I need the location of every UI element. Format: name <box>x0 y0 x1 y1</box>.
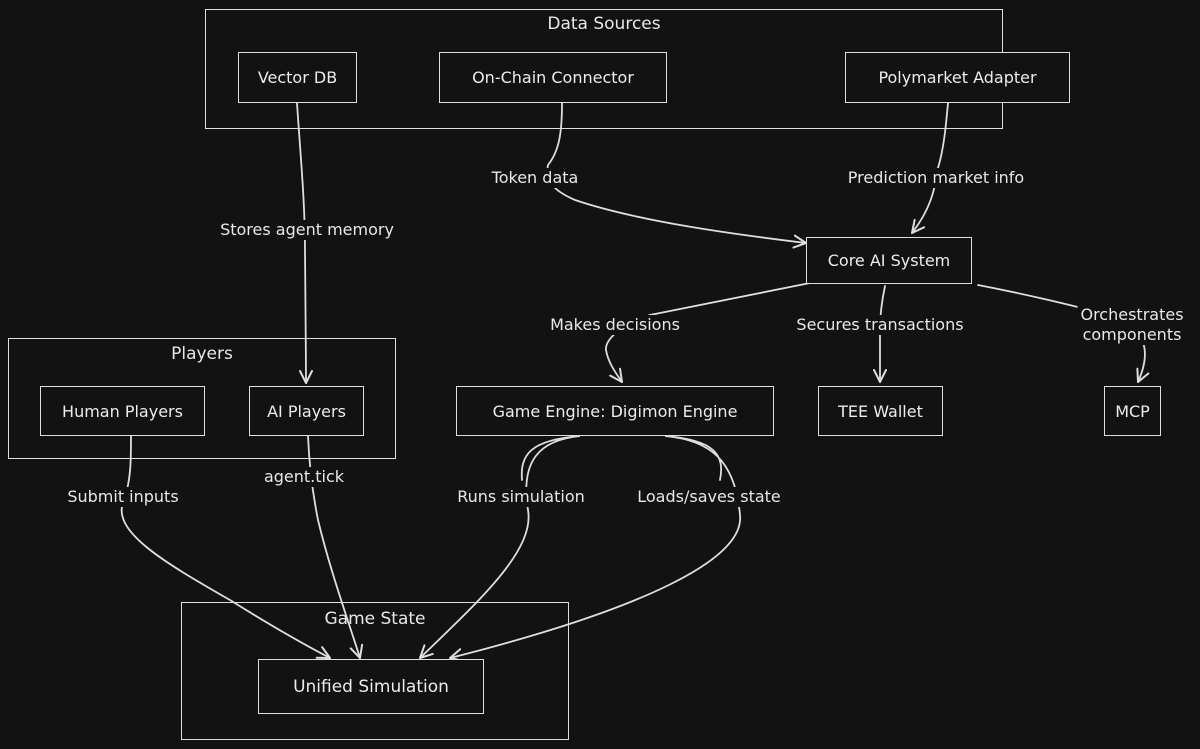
node-unified-simulation[interactable]: Unified Simulation <box>258 659 484 714</box>
edge-label-agent-tick: agent.tick <box>260 467 348 487</box>
node-human-players[interactable]: Human Players <box>40 386 205 436</box>
edge-label-token-data: Token data <box>488 168 582 188</box>
edge-label-orchestrates-line1: Orchestrates <box>1080 305 1184 324</box>
edge-label-submit-inputs: Submit inputs <box>64 487 182 507</box>
node-on-chain-connector[interactable]: On-Chain Connector <box>439 52 667 103</box>
edge-agent-tick <box>307 435 364 659</box>
edge-token-data <box>546 102 807 249</box>
node-game-engine[interactable]: Game Engine: Digimon Engine <box>456 386 774 436</box>
edge-submit-inputs <box>120 435 331 659</box>
edge-label-runs-simulation: Runs simulation <box>454 487 588 507</box>
edge-label-makes-decisions: Makes decisions <box>547 315 683 335</box>
node-vector-db[interactable]: Vector DB <box>238 52 357 103</box>
edge-label-stores-agent-memory: Stores agent memory <box>217 220 397 240</box>
edge-label-prediction-market-info: Prediction market info <box>844 168 1028 188</box>
group-title-data-sources: Data Sources <box>547 14 661 34</box>
edge-stores-agent-memory <box>296 102 313 384</box>
group-players: Players <box>8 338 396 459</box>
edge-label-orchestrates-line2: components <box>1082 325 1182 344</box>
group-game-state: Game State <box>181 602 569 740</box>
node-mcp[interactable]: MCP <box>1104 386 1161 436</box>
edge-label-orchestrates-components: Orchestrates components <box>1077 305 1187 345</box>
node-polymarket-adapter[interactable]: Polymarket Adapter <box>845 52 1070 103</box>
node-ai-players[interactable]: AI Players <box>249 386 364 436</box>
edge-runs-simulation <box>419 435 581 659</box>
group-title-players: Players <box>171 344 233 364</box>
node-core-ai-system[interactable]: Core AI System <box>806 237 972 284</box>
edge-label-secures-transactions: Secures transactions <box>793 315 967 335</box>
edge-label-loads-saves-state: Loads/saves state <box>634 487 784 507</box>
group-title-game-state: Game State <box>324 609 426 629</box>
node-tee-wallet[interactable]: TEE Wallet <box>818 386 943 436</box>
